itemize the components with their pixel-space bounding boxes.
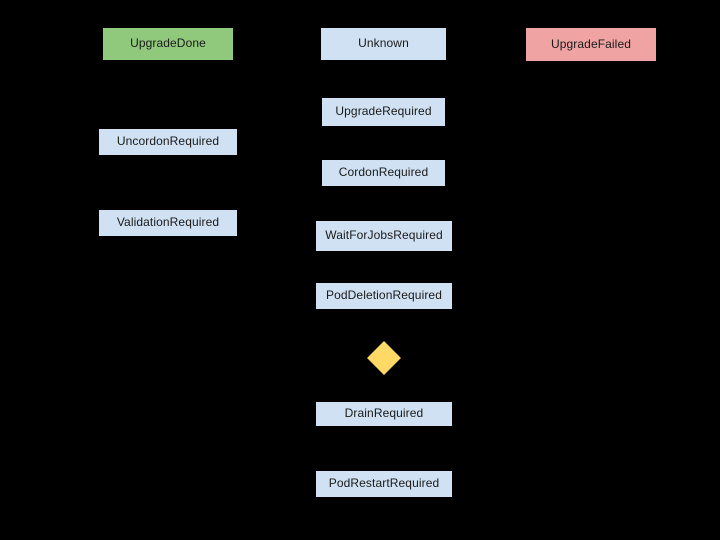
node-pod-restart-required[interactable]: PodRestartRequired: [316, 471, 452, 497]
node-upgrade-failed[interactable]: UpgradeFailed: [526, 28, 656, 61]
node-uncordon-required[interactable]: UncordonRequired: [99, 129, 237, 155]
node-drain-required[interactable]: DrainRequired: [316, 402, 452, 426]
node-pod-deletion-required[interactable]: PodDeletionRequired: [316, 283, 452, 309]
node-validation-required[interactable]: ValidationRequired: [99, 210, 237, 236]
node-cordon-required[interactable]: CordonRequired: [322, 160, 445, 186]
node-wait-for-jobs-required[interactable]: WaitForJobsRequired: [316, 221, 452, 251]
decision-diamond-icon[interactable]: [367, 341, 401, 375]
node-upgrade-required[interactable]: UpgradeRequired: [322, 98, 445, 126]
node-upgrade-done[interactable]: UpgradeDone: [103, 28, 233, 60]
node-unknown[interactable]: Unknown: [321, 28, 446, 60]
